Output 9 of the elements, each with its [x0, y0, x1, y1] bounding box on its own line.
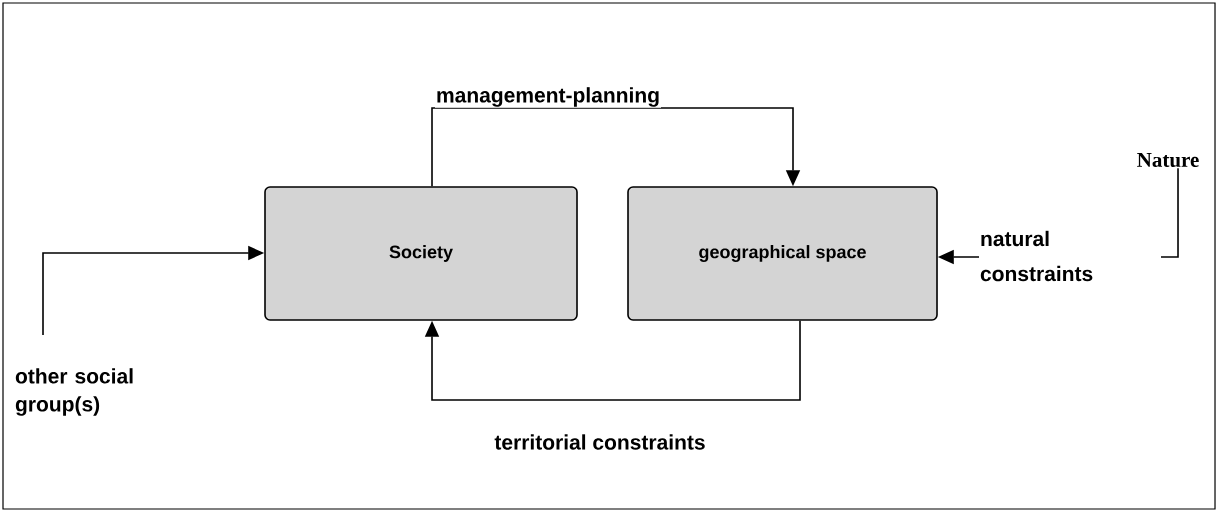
process-box: geographical space — [627, 186, 938, 321]
edge-label: territorial constraints — [493, 433, 707, 451]
edge-label: natural constraints — [979, 229, 1161, 283]
edge-label: management-planning — [435, 86, 661, 108]
arrow — [431, 107, 801, 187]
source-label: Nature — [1137, 153, 1199, 167]
source-label: other social group(s) — [15, 368, 133, 416]
arrow — [424, 320, 801, 401]
process-box: Society — [264, 186, 578, 321]
